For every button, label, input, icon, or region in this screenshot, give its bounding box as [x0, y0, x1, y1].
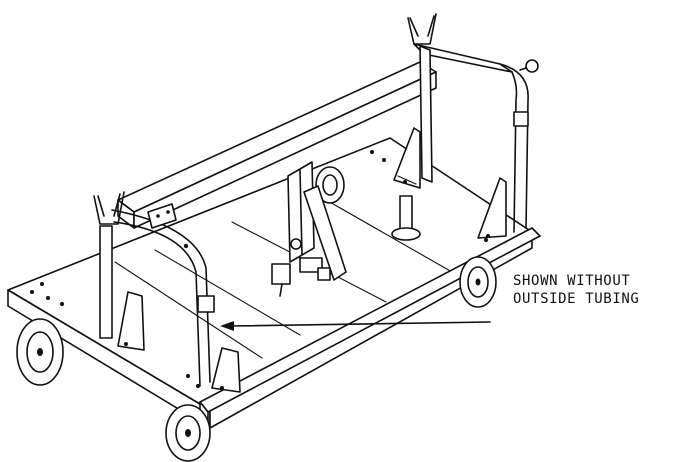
rear-center-wheel: [315, 166, 345, 204]
front-left-wheel: [16, 318, 64, 386]
rear-right-wheel: [459, 256, 497, 308]
cart-platform: [7, 137, 533, 429]
callout-label-line2: OUTSIDE TUBING: [513, 291, 640, 307]
callout-label-line1: SHOWN WITHOUT: [513, 273, 631, 289]
deck-bolt-holes: [30, 150, 500, 388]
rear-upright-frame: [391, 13, 539, 241]
center-support-assembly: [271, 161, 347, 297]
front-right-wheel: [165, 404, 211, 462]
front-upright-frame: [93, 191, 241, 393]
callout-arrow: [220, 321, 491, 331]
